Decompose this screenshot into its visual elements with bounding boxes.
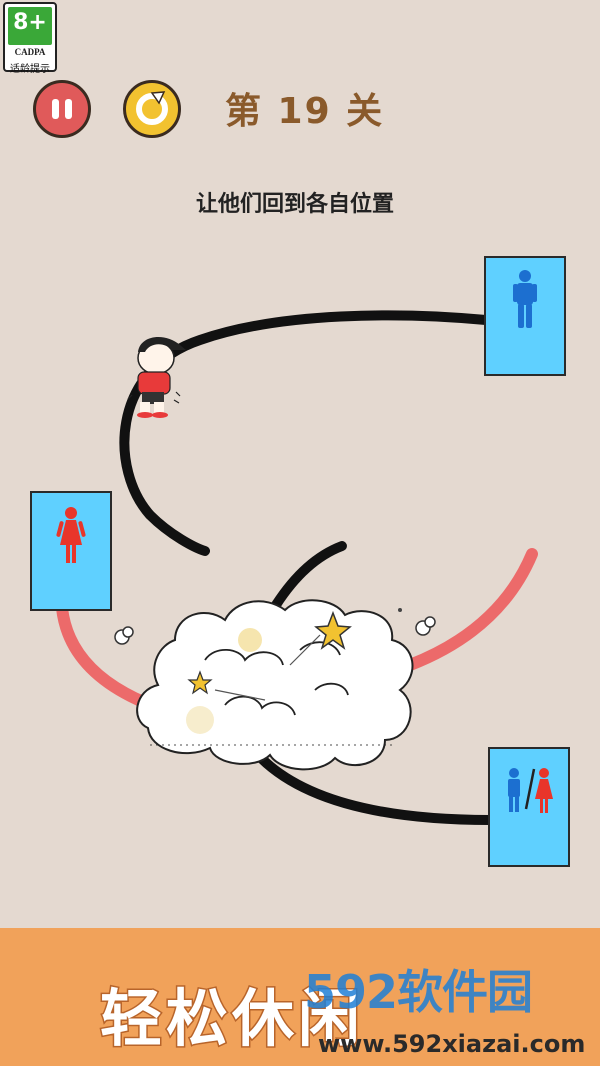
restart-icon — [136, 91, 168, 125]
instruction-text: 让他们回到各自位置 — [195, 192, 394, 217]
watermark-logo-number: 592 — [304, 965, 398, 1019]
level-title: 第 19 关 — [225, 91, 385, 132]
unisex-restroom-door[interactable] — [488, 747, 570, 867]
watermark-logo: 592软件园 — [304, 956, 533, 1022]
pause-icon-bar — [65, 99, 72, 119]
promo-banner-text: 轻松休闲 — [98, 981, 365, 1057]
boy-character[interactable] — [127, 336, 186, 418]
age-rating-tip: 适龄提示 — [10, 64, 50, 75]
age-rating-badge: 8+ CADPA 适龄提示 — [3, 2, 57, 75]
watermark-logo-text: 软件园 — [397, 965, 533, 1019]
unisex-icon — [508, 768, 553, 813]
man-restroom-door[interactable] — [484, 256, 566, 376]
black-path-middle — [271, 541, 347, 610]
woman-icon — [56, 507, 86, 563]
age-rating-box: 8+ — [8, 7, 52, 45]
age-rating-org: CADPA — [14, 47, 46, 57]
woman-restroom-door[interactable] — [30, 491, 112, 611]
man-icon — [513, 270, 537, 328]
black-path-bottom — [253, 750, 495, 825]
promo-banner — [0, 928, 600, 1066]
black-path-top — [119, 310, 491, 556]
red-path-right — [404, 548, 538, 671]
pause-icon — [52, 99, 59, 119]
restart-button[interactable] — [123, 80, 181, 138]
pause-button[interactable] — [33, 80, 91, 138]
watermark-url: www.592xiazai.com — [318, 1030, 586, 1058]
age-rating-number: 8+ — [13, 10, 47, 35]
dust-cloud — [114, 599, 436, 771]
